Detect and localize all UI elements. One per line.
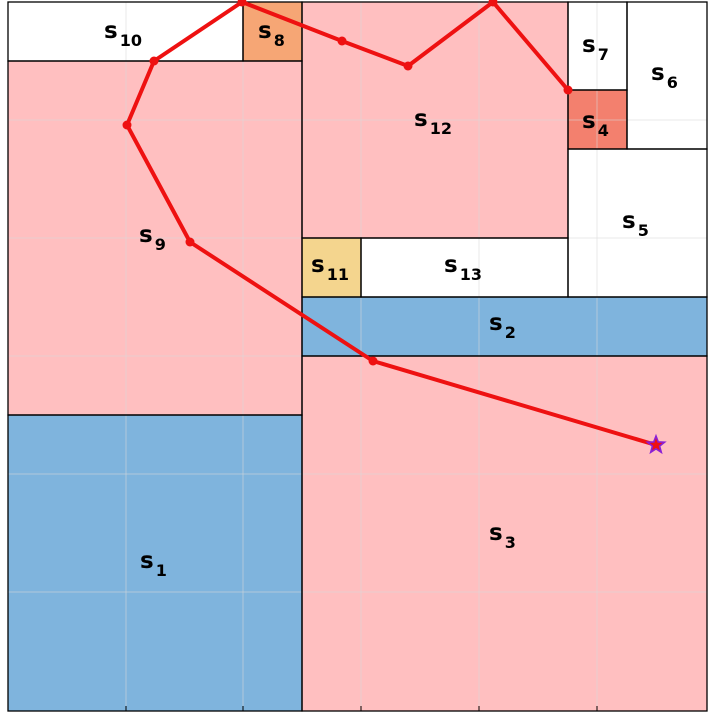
region-outline-s13 <box>360 237 569 298</box>
trajectory-waypoint <box>488 0 498 7</box>
trajectory-line <box>125 0 658 447</box>
trajectory-waypoint <box>403 61 413 71</box>
region-s5 <box>568 149 707 297</box>
region-label-index: 6 <box>667 73 678 92</box>
region-label-letter: s <box>139 222 153 248</box>
trajectory-path <box>122 0 667 455</box>
region-label-letter: s <box>414 106 428 132</box>
trajectory-waypoint <box>368 356 378 366</box>
region-s6 <box>627 2 707 149</box>
region-label-letter: s <box>582 32 596 58</box>
region-s8 <box>243 2 302 61</box>
trajectory-waypoint <box>237 0 247 7</box>
region-label-index: 9 <box>155 235 166 254</box>
region-label-letter: s <box>104 18 118 44</box>
region-label-letter: s <box>489 310 503 336</box>
trajectory-waypoint <box>563 85 573 95</box>
trajectory-waypoint <box>149 56 159 66</box>
region-label-letter: s <box>582 108 596 134</box>
region-outline-s3 <box>301 355 708 712</box>
region-label-index: 10 <box>120 31 142 50</box>
region-label-letter: s <box>311 252 325 278</box>
region-s3 <box>302 356 707 711</box>
region-label-index: 13 <box>460 265 482 284</box>
region-label-letter: s <box>140 548 154 574</box>
region-label-index: 11 <box>327 265 349 284</box>
region-label-index: 8 <box>274 31 285 50</box>
region-label-letter: s <box>489 520 503 546</box>
region-outline-s10 <box>7 1 244 62</box>
region-label-index: 7 <box>598 45 609 64</box>
region-label-letter: s <box>258 18 272 44</box>
region-label-index: 2 <box>505 323 516 342</box>
region-label-index: 4 <box>598 121 609 140</box>
star-icon <box>645 433 667 455</box>
region-label-index: 12 <box>430 119 452 138</box>
region-s11 <box>302 238 361 297</box>
region-s1 <box>8 415 302 711</box>
region-label-index: 3 <box>505 533 516 552</box>
region-label-letter: s <box>651 60 665 86</box>
trajectory-waypoint <box>122 120 132 130</box>
trajectory-waypoint <box>337 36 347 46</box>
region-label-letter: s <box>444 252 458 278</box>
region-label-letter: s <box>622 208 636 234</box>
region-label-index: 1 <box>156 561 167 580</box>
region-label-index: 5 <box>638 221 649 240</box>
trajectory-waypoint <box>185 237 195 247</box>
region-s2 <box>302 297 707 356</box>
region-s13 <box>361 238 568 297</box>
